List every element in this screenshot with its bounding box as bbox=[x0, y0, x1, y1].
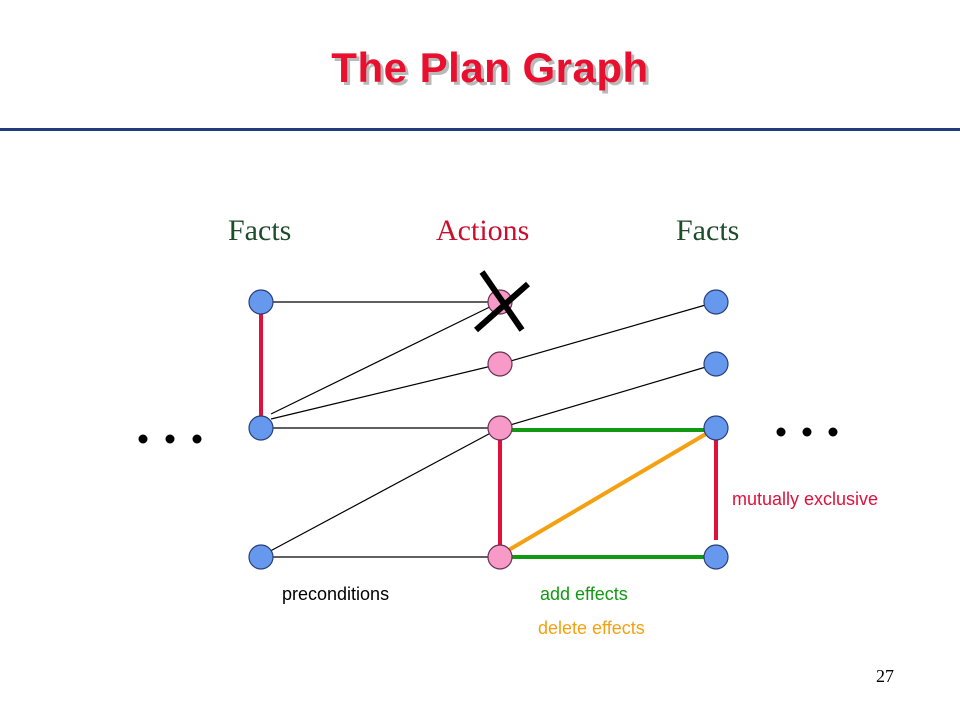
mutually-exclusive-label: mutually exclusive bbox=[732, 489, 879, 509]
action-node bbox=[487, 544, 513, 570]
edge-add-effect-plain bbox=[499, 301, 717, 365]
edge-add-effect-plain bbox=[499, 363, 717, 429]
fact-node bbox=[248, 289, 274, 315]
fact-node bbox=[248, 544, 274, 570]
slide-title: The Plan Graph bbox=[331, 44, 649, 91]
fact-node bbox=[703, 544, 729, 570]
preconditions-label: preconditions bbox=[282, 584, 390, 604]
fact-node bbox=[703, 415, 729, 441]
edge-precondition bbox=[270, 301, 501, 415]
add-effects-label: add effects bbox=[540, 584, 628, 604]
title-divider bbox=[0, 128, 960, 131]
column-header-facts-right: Facts bbox=[676, 214, 740, 247]
edge-precondition bbox=[260, 427, 501, 557]
delete-effects-label: delete effects bbox=[538, 618, 645, 638]
edge-delete-effect bbox=[500, 426, 718, 556]
fact-node bbox=[703, 289, 729, 315]
ellipsis-right-icon bbox=[776, 427, 838, 437]
add-effect-edges bbox=[500, 428, 716, 559]
column-header-facts-left: Facts bbox=[228, 214, 292, 247]
precondition-edges bbox=[260, 301, 717, 558]
fact-node bbox=[248, 415, 274, 441]
mutex-edges bbox=[259, 302, 718, 557]
page-number: 27 bbox=[876, 666, 894, 686]
ellipsis-left-icon bbox=[138, 434, 202, 444]
fact-node bbox=[703, 351, 729, 377]
action-node bbox=[487, 415, 513, 441]
cross-out-icon bbox=[474, 270, 530, 333]
column-header-actions: Actions bbox=[436, 214, 530, 247]
action-node bbox=[487, 351, 513, 377]
edge-precondition bbox=[270, 363, 501, 420]
